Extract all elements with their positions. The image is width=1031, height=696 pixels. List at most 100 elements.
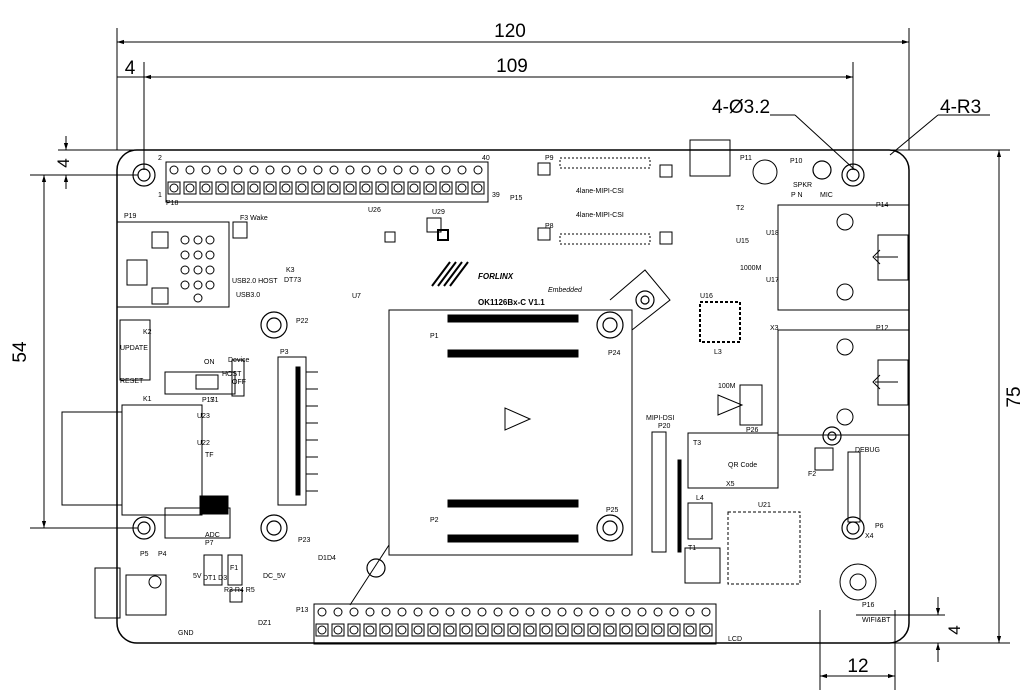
p13-header-pin-box: [331, 623, 345, 637]
label-spkr: SPKR: [793, 182, 812, 189]
label-p12: P12: [876, 325, 889, 332]
p13-header-pin: [653, 607, 663, 617]
p18-header-pin: [473, 165, 483, 175]
p18-header-pin-box: [359, 181, 373, 195]
dim-bottom-right-width: 12: [847, 656, 868, 677]
p13-header-pin: [397, 607, 407, 617]
p13-header-pin: [429, 607, 439, 617]
label-u18: U18: [766, 230, 779, 237]
label-t3: T3: [693, 440, 701, 447]
label-s1: S1: [210, 397, 219, 404]
som-module: [349, 269, 671, 606]
label-p6: P6: [875, 523, 884, 530]
label-p16: P16: [862, 602, 875, 609]
usb-pin: [180, 280, 190, 290]
usb-pin: [193, 235, 203, 245]
label-k3: K3: [286, 267, 295, 274]
label-device: Device: [228, 357, 250, 364]
tf-slot: [61, 404, 229, 516]
p18-header-pin: [377, 165, 387, 175]
label-pin40: 40: [482, 155, 490, 162]
label-p17: P17: [202, 397, 215, 404]
p18-header-pin: [297, 165, 307, 175]
label-mic: MIC: [820, 192, 833, 199]
label-u17: U17: [766, 277, 779, 284]
p13-header-pin-box: [507, 623, 521, 637]
p18-header-pin-box: [263, 181, 277, 195]
p13-header-pin: [397, 625, 407, 635]
p13-header-pin: [445, 607, 455, 617]
p13-header-pin: [381, 625, 391, 635]
p13-header-pin: [349, 625, 359, 635]
p13-header-pin-box: [315, 623, 329, 637]
p13-header-pin: [461, 625, 471, 635]
label-adc: ADC: [205, 532, 220, 539]
p13-header-pin: [637, 607, 647, 617]
label-f1: F1: [230, 565, 238, 572]
p18-header-pin: [201, 183, 211, 193]
p13-header-pin: [637, 625, 647, 635]
label-pin2: 2: [158, 155, 162, 162]
label-p23: P23: [298, 537, 311, 544]
p18-header-pin: [441, 183, 451, 193]
p18-header-pin-box: [215, 181, 229, 195]
label-x3: X3: [770, 325, 779, 332]
p18-header-pin: [329, 165, 339, 175]
label-p13: P13: [296, 607, 309, 614]
p18-header-pin-box: [391, 181, 405, 195]
p13-header-pin-box: [395, 623, 409, 637]
p13-header-pin-box: [379, 623, 393, 637]
dim-corner-spec: 4-R3: [940, 97, 981, 118]
label-p10: P10: [790, 158, 803, 165]
p18-header-pin: [425, 165, 435, 175]
usb-pin: [205, 250, 215, 260]
p13-header-pin: [381, 607, 391, 617]
p13-header-pin-box: [539, 623, 553, 637]
p18-header-frame: [165, 161, 489, 203]
p18-header-pin: [329, 183, 339, 193]
p18-header-pin-box: [279, 181, 293, 195]
p13-header-pin-box: [619, 623, 633, 637]
p13-header-pin: [429, 625, 439, 635]
p13-header-pin: [349, 607, 359, 617]
component-labels: P18P19P9P15P8P10P11P14P12P22P24P23P25P3P…: [120, 155, 891, 643]
brand-sub-text: Embedded: [548, 287, 583, 294]
p18-header-pin: [473, 183, 483, 193]
p18-header-pin: [441, 165, 451, 175]
label-u16: U16: [700, 293, 713, 300]
p13-header-pin-box: [587, 623, 601, 637]
label-r345: R3 R4 R5: [224, 587, 255, 594]
p18-header-pin-box: [455, 181, 469, 195]
usb-pin: [193, 280, 203, 290]
label-l3: L3: [714, 349, 722, 356]
label-gnd: GND: [178, 630, 194, 637]
label-dt1: DT1 D3: [203, 575, 227, 582]
p13-header-pin-box: [459, 623, 473, 637]
label-u21: U21: [758, 502, 771, 509]
p13-header-pin: [333, 607, 343, 617]
gpio-header-p18: [165, 161, 489, 203]
label-on: ON: [204, 359, 215, 366]
p13-header-pin: [365, 625, 375, 635]
p13-header-frame: [313, 603, 717, 645]
label-dz1: DZ1: [258, 620, 271, 627]
p13-header-pin: [317, 607, 327, 617]
p13-header-pin-box: [491, 623, 505, 637]
usb-pin: [193, 293, 203, 303]
dim-top-offset: 4: [54, 158, 73, 167]
p18-header-pin: [233, 183, 243, 193]
label-u23: U23: [197, 413, 210, 420]
label-usb: USB2.0 HOST: [232, 278, 278, 285]
usb-pin: [205, 265, 215, 275]
dim-left-offset: 4: [125, 58, 136, 79]
p18-header-pin: [313, 165, 323, 175]
p13-header-pin: [525, 625, 535, 635]
dimension-lines: [30, 28, 1010, 690]
p18-header-pin-box: [167, 181, 181, 195]
p18-header-pin: [361, 165, 371, 175]
p18-header-pin: [217, 183, 227, 193]
label-mipi-csi-2: 4lane-MIPI-CSI: [576, 212, 624, 219]
label-mipi-csi-1: 4lane-MIPI-CSI: [576, 188, 624, 195]
label-p4: P4: [158, 551, 167, 558]
label-t2: T2: [736, 205, 744, 212]
